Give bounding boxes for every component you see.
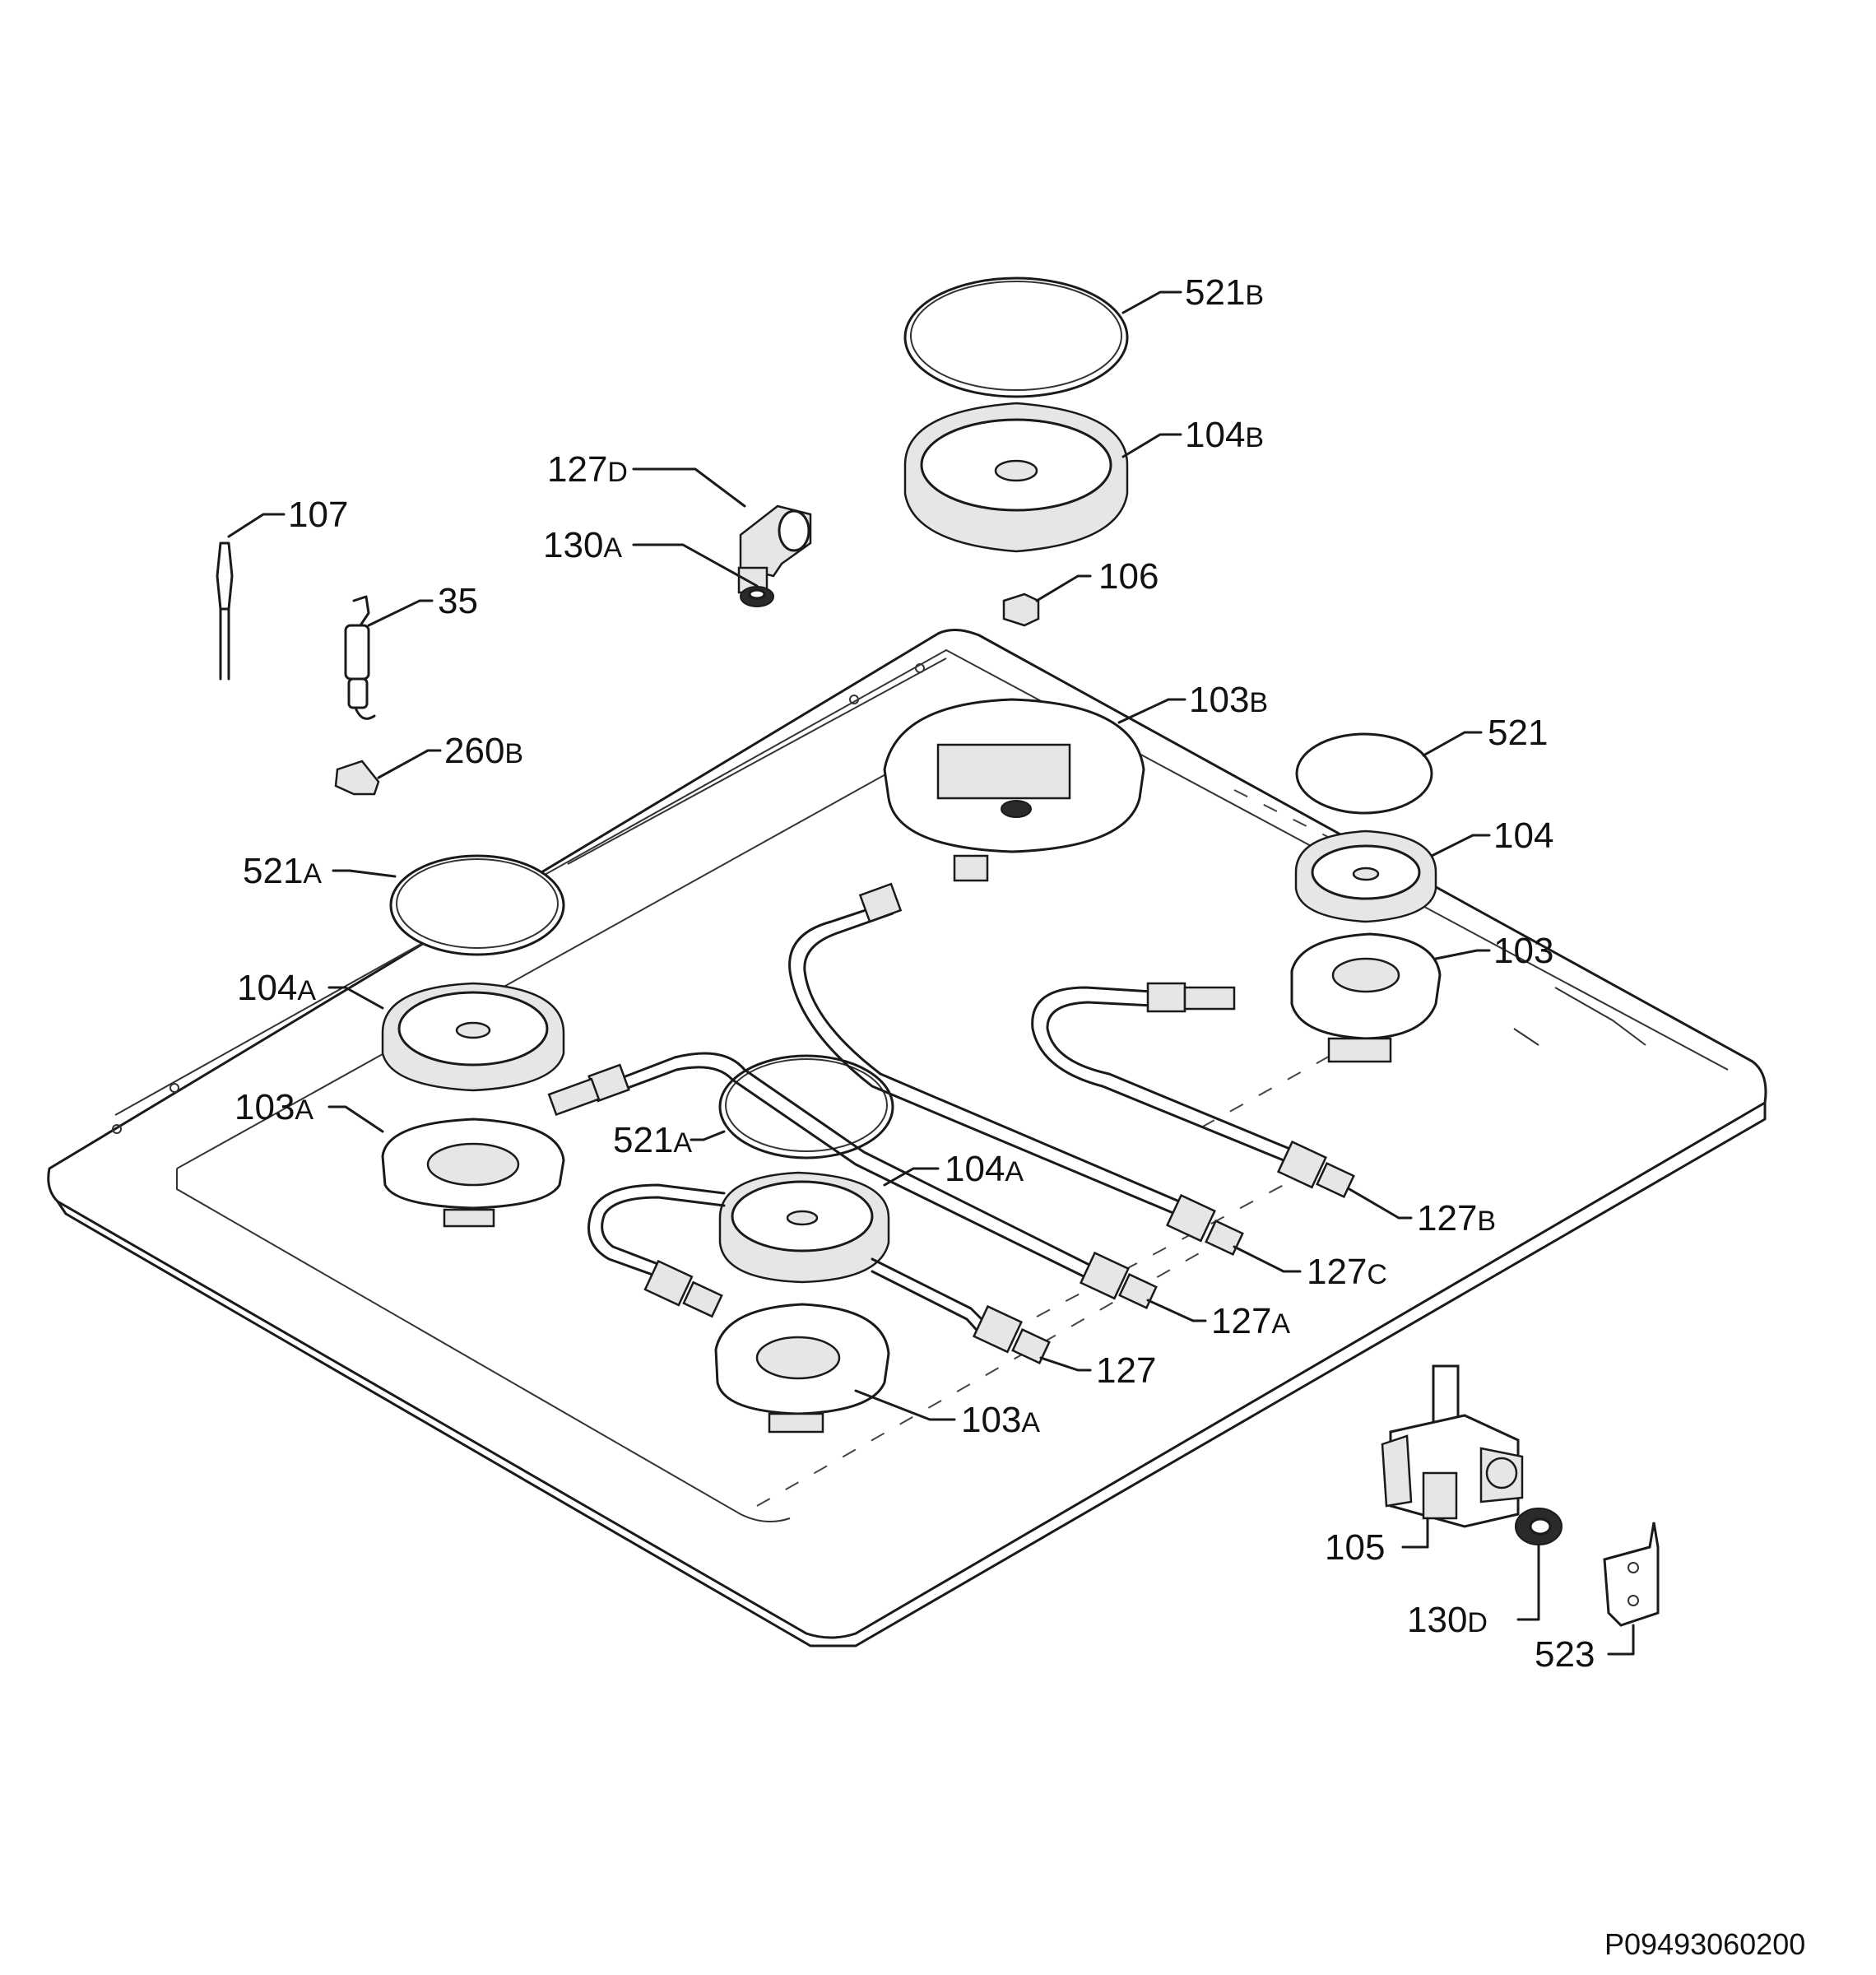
mounting-bracket [1603, 1522, 1660, 1627]
burner-crown-large [903, 402, 1129, 553]
gas-valve [1381, 1364, 1524, 1528]
callout-127d: 127D [547, 449, 628, 490]
callout-260b: 260B [444, 731, 523, 771]
ignition-electrode [344, 595, 376, 720]
callout-103: 103 [1493, 931, 1553, 971]
callout-130a: 130A [543, 525, 622, 565]
leader-lines [227, 290, 1635, 1656]
callout-104a-left: 104A [237, 968, 316, 1008]
burner-base-center [714, 1303, 890, 1434]
burner-cap-large [903, 276, 1129, 398]
valve-seal [1515, 1508, 1563, 1545]
callout-127b: 127B [1417, 1198, 1496, 1238]
callout-521a-left: 521A [243, 851, 322, 891]
seal-washer-top [740, 586, 774, 607]
callout-523: 523 [1535, 1634, 1595, 1675]
thermocouple [216, 541, 234, 681]
gas-pipes [547, 882, 1355, 1364]
callout-521: 521 [1488, 713, 1548, 753]
callout-103b: 103B [1189, 680, 1268, 720]
burner-base-small-right [1290, 932, 1442, 1063]
burner-base-large [883, 698, 1145, 882]
callout-521a-center: 521A [613, 1120, 692, 1160]
burner-crown-center [718, 1171, 890, 1284]
callout-521b: 521B [1185, 272, 1264, 313]
callout-127a: 127A [1211, 1301, 1290, 1341]
burner-base-left [381, 1118, 565, 1228]
callout-105: 105 [1325, 1527, 1385, 1568]
spring-clip [334, 760, 380, 796]
callout-104b: 104B [1185, 415, 1264, 455]
burner-cap-left [389, 854, 565, 956]
burner-crown-left [381, 982, 565, 1092]
callout-103a-center: 103A [961, 1400, 1040, 1440]
injector-nozzle [1002, 592, 1040, 627]
callout-106: 106 [1098, 556, 1159, 597]
burner-crown-small-right [1294, 830, 1437, 923]
callout-35: 35 [438, 581, 478, 621]
callout-107: 107 [288, 495, 348, 535]
callout-104a-center: 104A [945, 1149, 1024, 1189]
callout-103a-left: 103A [234, 1087, 313, 1127]
callout-127: 127 [1096, 1350, 1156, 1391]
reference-code: P09493060200 [1604, 1927, 1805, 1961]
callout-130d: 130D [1407, 1600, 1488, 1640]
callout-127c: 127C [1307, 1252, 1387, 1292]
callout-labels: 521B 104B 127D 130A 107 106 35 103B 260B… [234, 272, 1595, 1675]
burner-cap-small-right [1295, 732, 1433, 815]
elbow-connector [737, 504, 812, 594]
callout-104: 104 [1493, 816, 1553, 856]
